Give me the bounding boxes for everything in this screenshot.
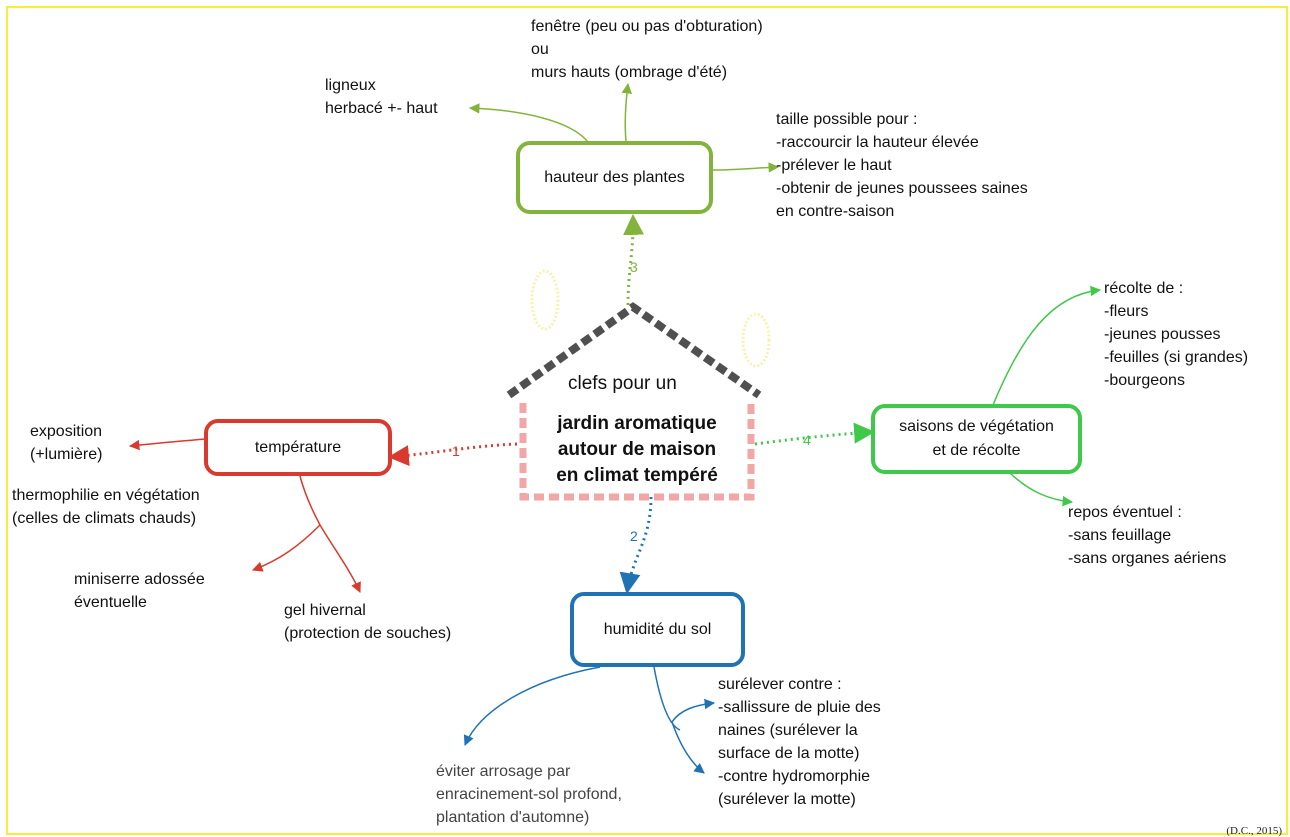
house-roof-text: clefs pour un: [568, 373, 677, 394]
note-exposition: exposition (+lumière): [30, 423, 103, 463]
edge-center-hauteur: [623, 213, 645, 306]
note-surelever: surélever contre : -sallissure de pluie …: [718, 676, 881, 808]
edge-saisons-recolte: [992, 285, 1102, 406]
note-taille: taille possible pour : -raccourcir la ha…: [776, 111, 1028, 220]
edge-label-1: 1: [452, 443, 460, 459]
note-repos: repos éventuel : -sans feuillage -sans o…: [1068, 504, 1227, 567]
edge-temp-miniserre: [252, 524, 321, 572]
edge-label-4: 4: [803, 432, 811, 448]
edge-label-2: 2: [630, 528, 638, 544]
edge-humidite-surelever: [671, 698, 716, 723]
node-hauteur[interactable]: hauteur des plantes: [516, 141, 713, 214]
note-gel: gel hivernal (protection de souches): [284, 602, 452, 642]
node-saisons-label: saisons de végétation et de récolte: [899, 418, 1054, 459]
edge-hauteur-fenetre: [621, 82, 633, 142]
edge-label-3: 3: [630, 259, 638, 275]
house-roof: [506, 302, 762, 399]
note-arrosage: éviter arrosage par enracinement-sol pro…: [436, 763, 622, 826]
edge-humidite-arrosage: [463, 666, 601, 746]
credit-text: (D.C., 2015): [1226, 825, 1282, 837]
edge-humidite-hydromorphie: [671, 721, 705, 774]
node-temperature[interactable]: température: [204, 419, 392, 476]
node-saisons[interactable]: saisons de végétation et de récolte: [871, 404, 1082, 474]
node-humidite[interactable]: humidité du sol: [570, 592, 745, 667]
note-thermophilie: thermophilie en végétation (celles de cl…: [12, 487, 200, 527]
central-title: jardin aromatique autour de maison en cl…: [556, 413, 718, 486]
note-miniserre: miniserre adossée éventuelle: [74, 571, 205, 611]
note-ligneux: ligneux herbacé +- haut: [325, 77, 438, 117]
edge-center-saisons: [754, 422, 876, 446]
edge-center-humidite: [619, 496, 653, 595]
edge-temp-gel: [319, 524, 361, 593]
edge-temp-exposition: [128, 438, 207, 451]
edge-hauteur-taille: [712, 162, 780, 173]
node-temperature-label: température: [254, 438, 342, 456]
edge-hauteur-ligneux: [468, 103, 589, 143]
edge-saisons-repos: [1009, 472, 1074, 507]
sun-decoration-right: [741, 312, 771, 368]
note-fenetre: fenêtre (peu ou pas d'obturation) ou mur…: [531, 18, 763, 81]
node-hauteur-label: hauteur des plantes: [544, 168, 685, 186]
edge-center-temperature: [387, 442, 518, 467]
sun-decoration-left: [530, 269, 560, 331]
node-humidite-label: humidité du sol: [603, 620, 712, 638]
house-walls: [519, 403, 755, 501]
note-recolte: récolte de : -fleurs -jeunes pousses -fe…: [1104, 280, 1249, 389]
frame: [6, 6, 1288, 835]
